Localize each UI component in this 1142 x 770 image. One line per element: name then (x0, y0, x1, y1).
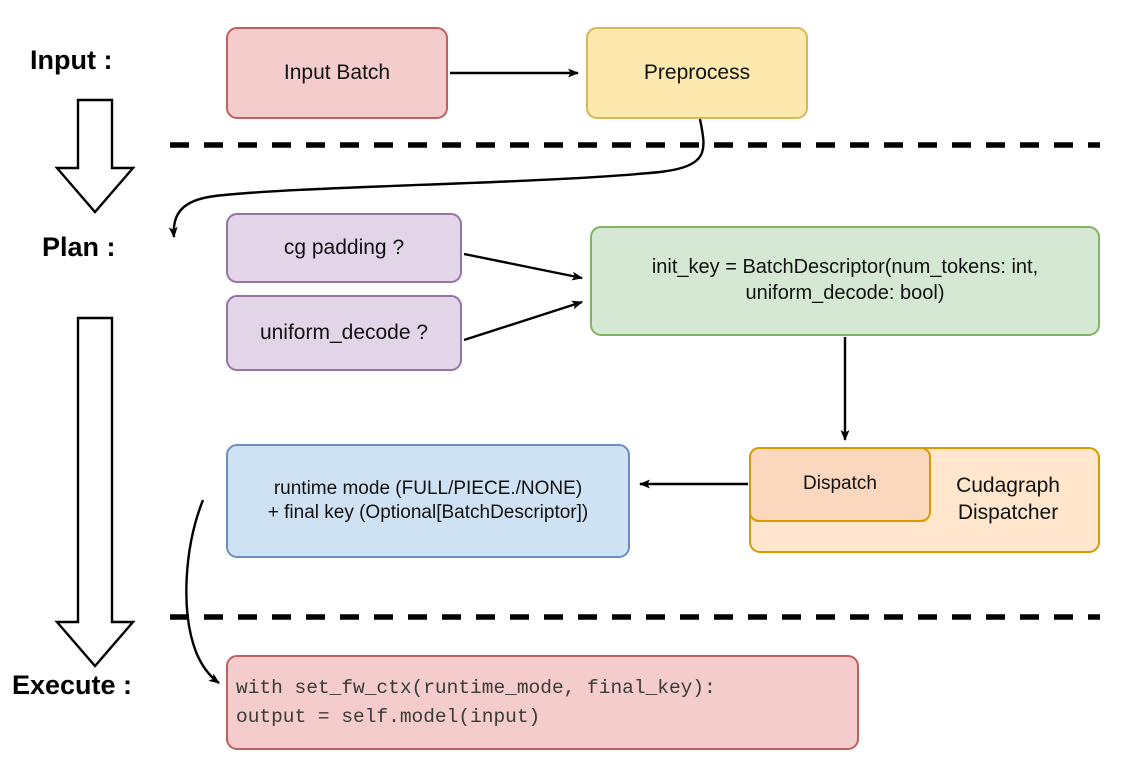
arrow-runtime-mode-to-execute-code (185, 499, 220, 684)
stage-label-execute: Execute : (12, 670, 133, 700)
node-preprocess-label: Preprocess (643, 60, 751, 84)
node-cg-padding[interactable]: cg padding ? (226, 213, 462, 283)
node-init-key-label: init_key = BatchDescriptor(num_tokens: i… (651, 256, 1039, 304)
node-input-batch-label: Input Batch (283, 60, 391, 84)
arrow-cg-padding-to-init-key (463, 252, 583, 281)
node-cudagraph-dispatcher-label: Cudagraph Dispatcher (956, 474, 1060, 524)
node-dispatch-label: Dispatch (803, 473, 877, 495)
node-uniform-decode[interactable]: uniform_decode ? (226, 295, 462, 371)
node-dispatch[interactable]: Dispatch (749, 447, 931, 522)
node-execute-code-label: with set_fw_ctx(runtime_mode, final_key)… (236, 677, 716, 728)
input-to-plan-arrow (54, 98, 136, 214)
plan-to-execute-arrow (54, 316, 136, 668)
arrow-uniform-decode-to-init-key (463, 300, 583, 342)
stage-label-plan: Plan : (42, 232, 116, 262)
node-init-key[interactable]: init_key = BatchDescriptor(num_tokens: i… (590, 226, 1100, 336)
node-preprocess[interactable]: Preprocess (586, 27, 808, 119)
node-execute-code[interactable]: with set_fw_ctx(runtime_mode, final_key)… (226, 655, 859, 750)
node-runtime-mode-label: runtime mode (FULL/PIECE./NONE) + final … (267, 477, 589, 523)
stage-label-input: Input : (30, 45, 113, 75)
node-cg-padding-label: cg padding ? (283, 235, 405, 259)
node-runtime-mode[interactable]: runtime mode (FULL/PIECE./NONE) + final … (226, 444, 630, 558)
node-uniform-decode-label: uniform_decode ? (259, 320, 429, 344)
node-input-batch[interactable]: Input Batch (226, 27, 448, 119)
